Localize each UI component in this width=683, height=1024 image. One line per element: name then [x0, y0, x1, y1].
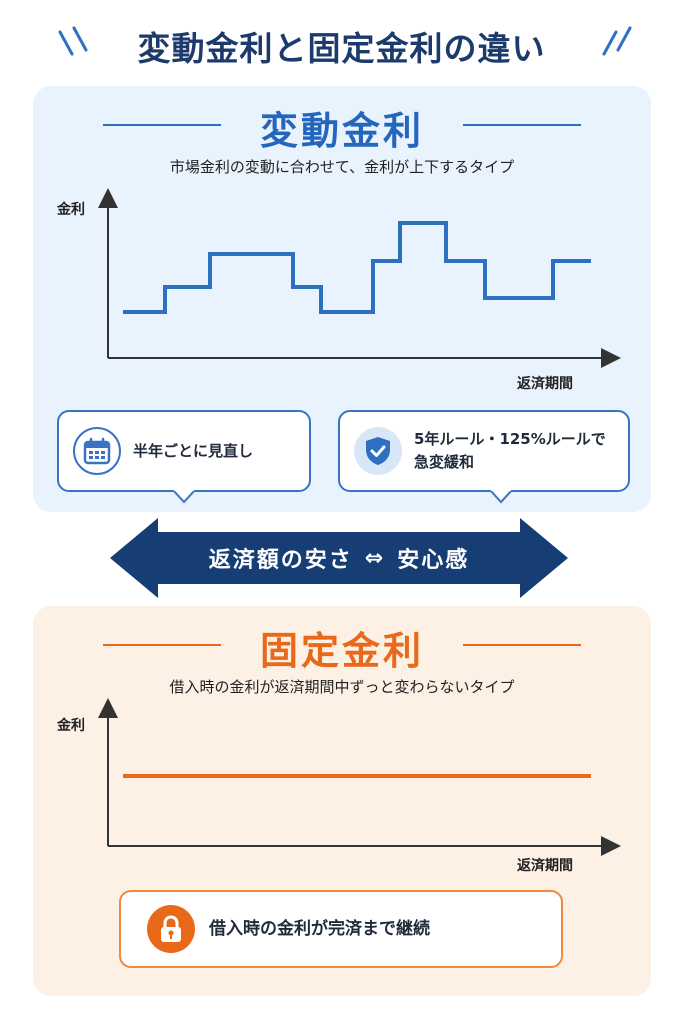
- variable-rate-panel: 変動金利 市場金利の変動に合わせて、金利が上下するタイプ 金利 返済期間: [33, 86, 651, 512]
- variable-rate-line: [123, 221, 591, 314]
- review-card-text: 半年ごとに見直し: [133, 441, 254, 460]
- fixed-description: 借入時の金利が返済期間中ずっと変わらないタイプ: [169, 678, 515, 696]
- fixed-rate-chart: 金利 返済期間: [56, 698, 621, 874]
- tradeoff-banner: [110, 518, 568, 598]
- variable-y-label: 金利: [56, 201, 85, 218]
- lock-icon: [147, 905, 195, 953]
- heading-rule-left: [103, 124, 221, 126]
- fixed-heading: 固定金利: [259, 629, 424, 673]
- fixed-y-label: 金利: [56, 717, 85, 734]
- banner-symbol: ⇔: [364, 545, 386, 571]
- calendar-icon: [73, 427, 121, 475]
- variable-heading: 変動金利: [259, 109, 424, 153]
- review-card: 半年ごとに見直し: [57, 410, 311, 504]
- heading-rule-right: [463, 644, 581, 646]
- fixed-info-card: 借入時の金利が完済まで継続: [119, 890, 563, 968]
- rules-card-line1: 5年ルール・125%ルールで: [414, 430, 606, 448]
- rules-card: 5年ルール・125%ルールで 急変緩和: [338, 410, 630, 504]
- card-tail: [173, 490, 195, 504]
- fixed-x-label: 返済期間: [517, 857, 573, 874]
- title-row: 変動金利と固定金利の違い: [0, 18, 683, 74]
- fixed-info-card-text: 借入時の金利が完済まで継続: [209, 918, 430, 939]
- banner-left-text: 返済額の安さ: [208, 548, 353, 573]
- title-deco-left: [58, 26, 88, 56]
- shield-check-icon: [354, 427, 402, 475]
- rules-card-line2: 急変緩和: [414, 453, 475, 471]
- heading-rule-left: [103, 644, 221, 646]
- card-tail: [490, 490, 512, 504]
- variable-x-label: 返済期間: [517, 375, 573, 392]
- title-deco-right: [602, 26, 632, 56]
- fixed-rate-panel: 固定金利 借入時の金利が返済期間中ずっと変わらないタイプ 金利 返済期間: [33, 606, 651, 996]
- page-title: 変動金利と固定金利の違い: [137, 29, 546, 68]
- heading-rule-right: [463, 124, 581, 126]
- rules-card-text: 5年ルール・125%ルールで 急変緩和: [414, 428, 606, 474]
- tradeoff-banner-text: 返済額の安さ ⇔ 安心感: [110, 518, 568, 598]
- variable-rate-chart: 金利 返済期間: [56, 188, 621, 392]
- variable-description: 市場金利の変動に合わせて、金利が上下するタイプ: [169, 158, 515, 176]
- banner-right-text: 安心感: [397, 548, 470, 573]
